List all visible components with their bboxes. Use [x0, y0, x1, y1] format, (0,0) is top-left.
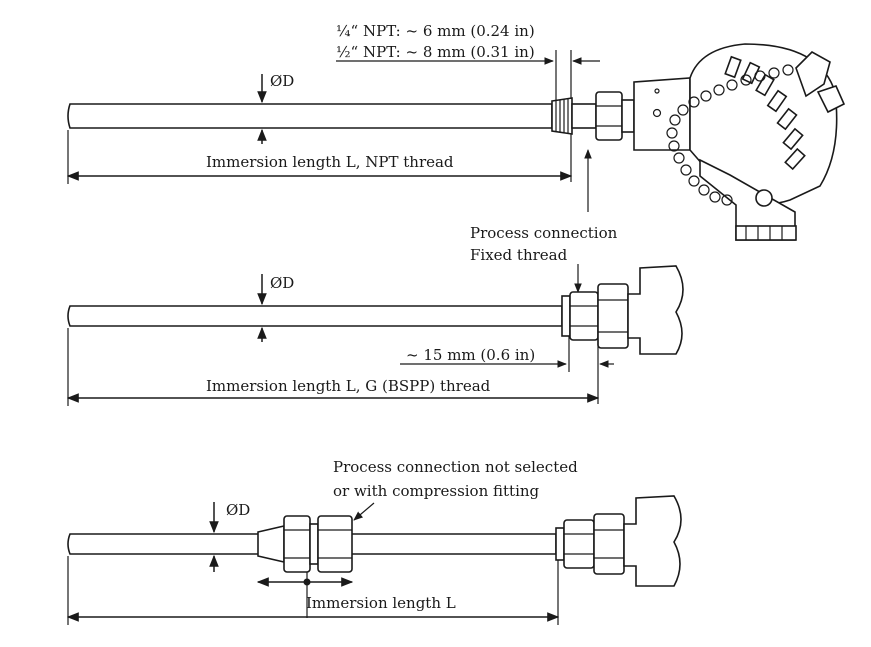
compression-fitting [257, 515, 353, 573]
terminal-head-stub [623, 495, 682, 587]
diameter-label: ØD [226, 501, 250, 519]
chain [666, 64, 794, 206]
diameter-label: ØD [270, 72, 294, 90]
neck [571, 103, 597, 129]
compression-fitting-assembly: Process connection not selected or with … [66, 458, 682, 625]
compression-label-line2: or with compression fitting [333, 482, 540, 500]
head-fitting [555, 513, 625, 575]
bspp-offset-label: ~ 15 mm (0.6 in) [406, 346, 535, 364]
compression-pointer [353, 502, 375, 521]
bspp-thread [561, 291, 599, 341]
probe-rod [67, 305, 563, 327]
terminal-head-stub [627, 265, 684, 355]
compression-label-line1: Process connection not selected [333, 458, 578, 476]
npt-quarter-label: ¼“ NPT: ~ 6 mm (0.24 in) [336, 22, 535, 40]
fixed-thread-label: Fixed thread [470, 246, 568, 264]
diameter-label: ØD [270, 274, 294, 292]
hex-nut [597, 283, 629, 349]
immersion-plain-label: Immersion length L [306, 594, 456, 612]
bspp-thread-assembly: Process connection Fixed thread ØD ~ 15 … [66, 224, 684, 406]
npt-half-label: ½“ NPT: ~ 8 mm (0.31 in) [336, 43, 535, 61]
immersion-bspp-label: Immersion length L, G (BSPP) thread [206, 377, 491, 395]
hex-nut [595, 91, 623, 141]
immersion-npt-label: Immersion length L, NPT thread [206, 153, 454, 171]
npt-thread [551, 97, 573, 135]
process-connection-label: Process connection [470, 224, 618, 242]
neck [621, 99, 635, 133]
probe-rod [67, 103, 553, 129]
npt-thread-assembly: ¼“ NPT: ~ 6 mm (0.24 in) ½“ NPT: ~ 8 mm … [66, 22, 846, 241]
terminal-head-housing [633, 43, 846, 241]
